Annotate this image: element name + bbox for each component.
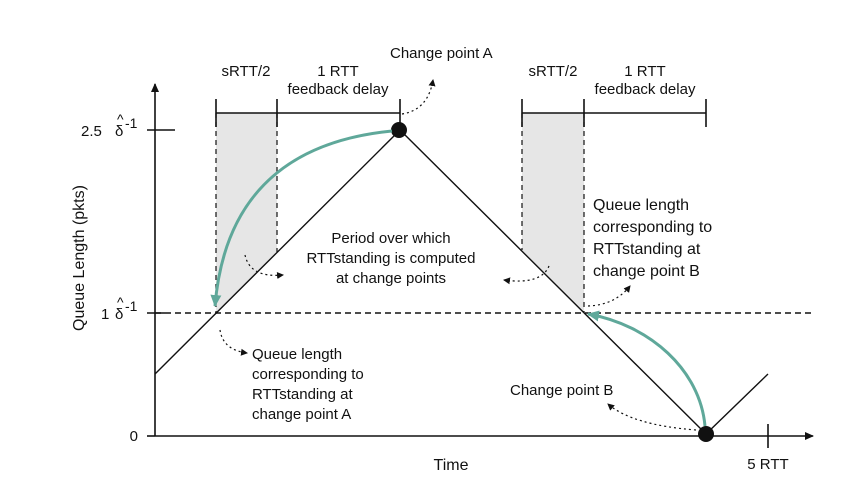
x-tick-label-5rtt: 5 RTT — [747, 456, 788, 473]
label-rtt-left-1: 1 RTT — [317, 63, 358, 80]
label-period-1: Period over which — [331, 230, 450, 247]
label-period-3: at change points — [336, 270, 446, 287]
svg-text:δ: δ — [115, 306, 123, 323]
change-point-b-dot — [698, 426, 714, 442]
teal-arrow-b — [587, 310, 707, 427]
svg-text:δ: δ — [115, 123, 123, 140]
label-queue-a-4: change point A — [252, 406, 351, 423]
label-rtt-right-2: feedback delay — [595, 81, 696, 98]
y-tick-label-zero: 0 — [130, 428, 138, 445]
label-period-2: RTTstanding is computed — [307, 250, 476, 267]
label-rtt-left-2: feedback delay — [288, 81, 389, 98]
callout-arrow-change-a — [401, 79, 436, 115]
change-point-a-dot — [391, 122, 407, 138]
shade-region-left — [216, 113, 277, 314]
callout-arrow-period-left — [244, 254, 284, 280]
label-queue-b-3: RTTstanding at — [593, 241, 701, 258]
label-queue-a-2: corresponding to — [252, 366, 364, 383]
label-queue-a-3: RTTstanding at — [252, 386, 353, 403]
label-srtt-left: sRTT/2 — [222, 63, 271, 80]
callout-arrow-queue-b — [587, 285, 631, 307]
label-queue-b-2: corresponding to — [593, 219, 712, 236]
label-queue-a-1: Queue length — [252, 346, 342, 363]
svg-text:-1: -1 — [125, 115, 138, 131]
svg-text:^: ^ — [117, 111, 124, 127]
label-queue-b-1: Queue length — [593, 197, 689, 214]
svg-text:1: 1 — [101, 306, 109, 323]
label-srtt-right: sRTT/2 — [529, 63, 578, 80]
callout-arrow-queue-a — [219, 329, 248, 356]
shade-region-right — [522, 113, 584, 313]
svg-text:2.5: 2.5 — [81, 123, 102, 140]
svg-text:^: ^ — [117, 294, 124, 310]
callout-arrow-change-b — [607, 403, 697, 431]
y-axis-label: Queue Length (pkts) — [71, 185, 88, 331]
svg-text:-1: -1 — [125, 298, 138, 314]
label-change-point-a: Change point A — [390, 45, 493, 62]
label-change-point-b: Change point B — [510, 382, 613, 399]
label-queue-b-4: change point B — [593, 263, 700, 280]
label-rtt-right-1: 1 RTT — [624, 63, 665, 80]
teal-arrow-a — [210, 129, 393, 307]
x-axis-label: Time — [434, 457, 469, 474]
y-tick-label-mid: 1 δ ^ -1 — [101, 294, 138, 323]
y-tick-label-top: 2.5 δ ^ -1 — [81, 111, 138, 140]
callout-arrow-period-right — [503, 265, 550, 285]
queue-trajectory — [154, 129, 769, 435]
